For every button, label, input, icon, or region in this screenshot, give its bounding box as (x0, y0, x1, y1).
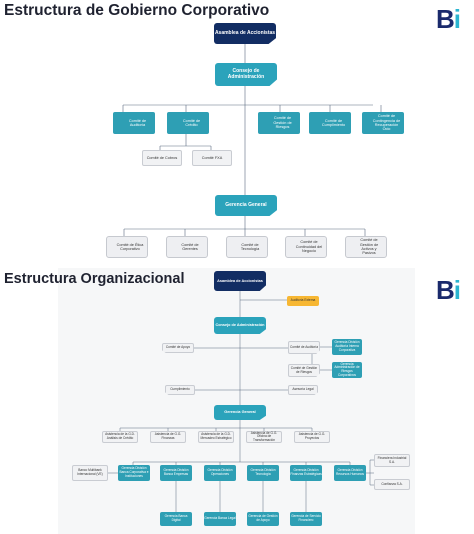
board-committee-label: Comité de Cumplimiento (321, 118, 346, 127)
credit-subcommittee: Comité de Cobros (142, 150, 182, 166)
division-unit-label: Gerencia División Recursos Humanos (336, 468, 364, 476)
assistant-unit: Asistencia de G.G. Finanzas (150, 431, 186, 443)
left-entity-box: Banco Multibank Internacional (VE) (72, 465, 108, 481)
org-shareholders-label: Asamblea de Accionistas (217, 278, 263, 283)
governance-shareholders-box: Asamblea de Accionistas (214, 23, 276, 44)
division-unit-label: Gerencia División Banca Empresas (163, 468, 189, 476)
management-committee: Comité de Gerentes (166, 236, 208, 258)
bi-logo: Bi (436, 4, 461, 34)
board-committee-label: Comité de Crédito (182, 118, 201, 127)
board-committee: Comité de Auditoría (113, 112, 155, 134)
governance-general-management-label: Gerencia General (225, 201, 267, 208)
division-unit-label: Gerencia División Finanzas Estratégicas (290, 468, 322, 476)
internal-audit-management-label: Gerencia División Auditoría Interna Corp… (334, 340, 360, 352)
bottom-unit-label: Gerencia de Gestión de Apoyo (248, 514, 278, 522)
risk-committee-label: Comité de Gestión de Riesgos (290, 365, 318, 374)
credit-subcommittee-label: Comité FXA (201, 155, 223, 160)
governance-board-label: Consejo de Administración (227, 67, 265, 80)
governance-title: Estructura de Gobierno Corporativo (4, 2, 270, 19)
bi-logo-2: Bi (436, 275, 461, 305)
management-committee: Comité de Gestión de Activos y Pasivos (345, 236, 387, 258)
assistant-unit: Asistencia de la G.D. Mercadeo Estratégi… (198, 431, 234, 443)
bottom-unit: Gerencia Banca Digital (160, 512, 192, 526)
assistant-unit-label: Asistencia de la G.D. Mercadeo Estratégi… (200, 432, 232, 440)
compliance-label: Cumplimiento (170, 387, 190, 392)
left-entity-label: Banco Multibank Internacional (VE) (77, 468, 103, 476)
audit-committee-label: Comité de Auditoría (290, 344, 318, 349)
board-committee: Comité de Crédito (167, 112, 209, 134)
legal-counsel-label: Asesoría Legal (292, 387, 314, 392)
risk-management-box: Gerencia Administración de Riesgos Corpo… (332, 362, 362, 378)
management-committee-label: Comité de Ética Corporativo (116, 242, 144, 251)
org-board-box: Consejo de Administración (214, 317, 266, 334)
legal-counsel-box: Asesoría Legal (288, 385, 318, 395)
assistant-unit-label: Asistencia de G.G. Proyectos (298, 432, 326, 440)
division-unit-label: Gerencia División Banca Corporativa e In… (119, 466, 149, 478)
risk-committee-box: Comité de Gestión de Riesgos (288, 364, 320, 377)
division-unit: Gerencia División Tecnología (247, 465, 279, 481)
risk-management-label: Gerencia Administración de Riesgos Corpo… (334, 361, 360, 377)
external-audit-box: Auditoría Externa (287, 296, 319, 306)
board-committee-label: Comité de Gestión de Riesgos (273, 116, 292, 130)
org-chart-panel (58, 268, 415, 534)
management-committee: Comité de Ética Corporativo (106, 236, 148, 258)
management-committee: Comité de Tecnología (226, 236, 268, 258)
assistant-unit-label: Asistencia de la G.D. Análisis de Crédit… (105, 432, 135, 440)
board-committee: Comité de Gestión de Riesgos (258, 112, 300, 134)
division-unit: Gerencia División Banca Empresas (160, 465, 192, 481)
organizational-title: Estructura Organizacional (4, 271, 185, 287)
assistant-unit: Asistencia de G.G. Oficina de Transforma… (246, 431, 282, 443)
compliance-box: Cumplimiento (165, 385, 195, 395)
assistant-unit-label: Asistencia de G.G. Oficina de Transforma… (250, 430, 278, 442)
assistant-unit-label: Asistencia de G.G. Finanzas (154, 432, 182, 440)
management-committee-label: Comité de Gestión de Activos y Pasivos (359, 238, 379, 256)
management-committee-label: Comité de Tecnología (240, 242, 260, 251)
assistant-unit: Asistencia de la G.D. Análisis de Crédit… (102, 431, 138, 443)
assistant-unit: Asistencia de G.G. Proyectos (294, 431, 330, 443)
board-committee: Comité de Cumplimiento (309, 112, 351, 134)
board-committee-label: Comité de Contingencia de Recuperación O… (372, 114, 401, 132)
support-committee-label: Comité de Apoyo (165, 345, 191, 350)
bottom-unit-label: Gerencia de Servicio Financiero (291, 514, 321, 522)
board-committee: Comité de Contingencia de Recuperación O… (362, 112, 404, 134)
bottom-unit-label: Gerencia Banca Digital (164, 514, 188, 522)
board-committee-label: Comité de Auditoría (128, 118, 147, 127)
governance-general-management-box: Gerencia General (215, 195, 277, 216)
division-unit: Gerencia División Banca Corporativa e In… (118, 465, 150, 481)
credit-subcommittee: Comité FXA (192, 150, 232, 166)
right-entity-box: Confianza S.A. (374, 479, 410, 490)
right-entity-label: Financiera Industrial S.A. (377, 455, 407, 464)
org-general-management-label: Gerencia General (224, 410, 256, 415)
right-entity-label: Confianza S.A. (381, 481, 403, 486)
bottom-unit: Gerencia de Servicio Financiero (290, 512, 322, 526)
bottom-unit: Gerencia Banca Legal (204, 512, 236, 526)
governance-board-box: Consejo de Administración (215, 63, 277, 86)
division-unit: Gerencia División Operaciones (204, 465, 236, 481)
credit-subcommittee-label: Comité de Cobros (146, 155, 178, 160)
org-general-management-box: Gerencia General (214, 405, 266, 420)
governance-shareholders-label: Asamblea de Accionistas (214, 29, 276, 36)
division-unit-label: Gerencia División Operaciones (207, 468, 233, 476)
org-shareholders-box: Asamblea de Accionistas (214, 271, 266, 291)
management-committee-label: Comité de Gerentes (181, 242, 199, 251)
division-unit-label: Gerencia División Tecnología (250, 468, 276, 476)
right-entity-box: Financiera Industrial S.A. (374, 454, 410, 467)
audit-committee-box: Comité de Auditoría (288, 341, 320, 354)
external-audit-label: Auditoría Externa (290, 298, 316, 303)
support-committee-box: Comité de Apoyo (162, 343, 194, 353)
management-committee: Comité de Continuidad del Negocio (285, 236, 327, 258)
internal-audit-management-box: Gerencia División Auditoría Interna Corp… (332, 339, 362, 355)
management-committee-label: Comité de Continuidad del Negocio (295, 240, 323, 254)
division-unit: Gerencia División Recursos Humanos (334, 465, 366, 481)
org-board-label: Consejo de Administración (215, 323, 265, 328)
bottom-unit: Gerencia de Gestión de Apoyo (247, 512, 279, 526)
division-unit: Gerencia División Finanzas Estratégicas (290, 465, 322, 481)
bottom-unit-label: Gerencia Banca Legal (204, 516, 236, 521)
